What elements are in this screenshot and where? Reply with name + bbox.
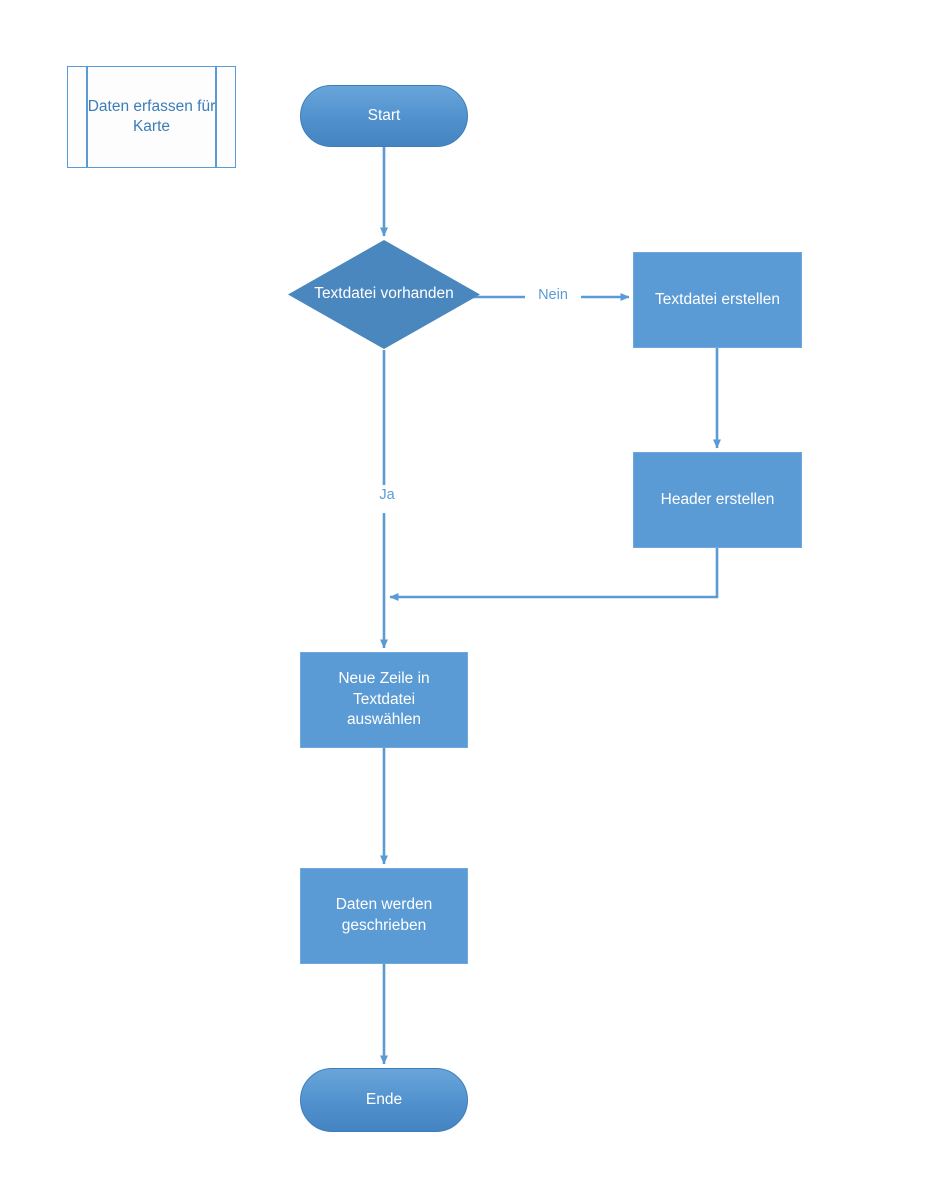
predef-bar-left — [86, 67, 88, 167]
node-daten-werden-geschrieben-label: Daten werden geschrieben — [335, 896, 433, 934]
node-decision-textdatei-vorhanden[interactable]: Textdatei vorhanden — [288, 240, 480, 349]
diamond-shape — [288, 240, 480, 349]
edge-label-nein: Nein — [525, 287, 581, 303]
predefined-process-title: Daten erfassen für Karte — [67, 66, 236, 168]
node-neue-zeile-auswaehlen-label: Neue Zeile in Textdatei auswählen — [338, 669, 430, 729]
node-daten-werden-geschrieben[interactable]: Daten werden geschrieben — [300, 868, 468, 964]
node-textdatei-erstellen[interactable]: Textdatei erstellen — [633, 252, 802, 348]
predefined-process-label: Daten erfassen für Karte — [87, 97, 216, 135]
node-header-erstellen-label: Header erstellen — [660, 490, 775, 508]
node-header-erstellen[interactable]: Header erstellen — [633, 452, 802, 548]
edge-create-header-to-select-row — [389, 548, 719, 601]
node-end-label: Ende — [365, 1090, 403, 1108]
predef-bar-right — [215, 67, 217, 167]
node-start[interactable]: Start — [300, 85, 468, 147]
node-start-label: Start — [367, 106, 401, 124]
node-end[interactable]: Ende — [300, 1068, 468, 1132]
node-neue-zeile-auswaehlen[interactable]: Neue Zeile in Textdatei auswählen — [300, 652, 468, 748]
node-textdatei-erstellen-label: Textdatei erstellen — [655, 290, 780, 308]
edge-label-ja: Ja — [362, 487, 412, 503]
